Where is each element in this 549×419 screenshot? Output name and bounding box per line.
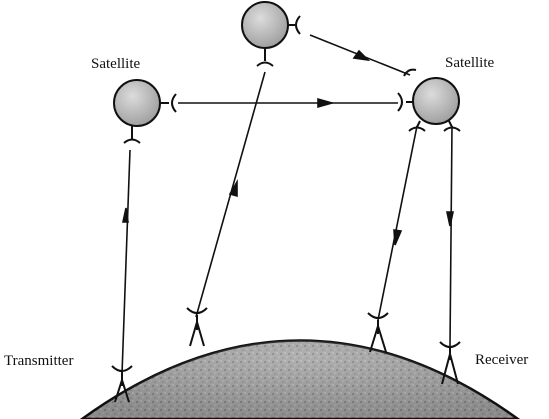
dish-icon xyxy=(172,94,176,112)
satellite-top xyxy=(242,2,300,66)
arrow-top-to-right xyxy=(354,51,368,60)
arrow-downlink-station3 xyxy=(394,230,401,245)
earth xyxy=(82,341,518,419)
satellite-right xyxy=(398,70,460,131)
transmitter-label: Transmitter xyxy=(4,354,73,369)
downlink-right-to-station3 xyxy=(378,126,417,320)
dish-icon xyxy=(257,63,273,67)
arrow-downlink-receiver xyxy=(447,212,453,226)
arrow-crosslink xyxy=(318,99,332,107)
dish-icon xyxy=(398,93,402,111)
satellite-left-label: Satellite xyxy=(91,57,140,72)
signal-links xyxy=(122,35,453,374)
dish-icon xyxy=(124,140,140,144)
downlink-right-to-receiver xyxy=(450,126,452,346)
ground-station-2 xyxy=(187,308,207,346)
satellite-left xyxy=(114,80,176,143)
satellite-right-label: Satellite xyxy=(445,56,494,71)
dish-icon xyxy=(296,16,300,34)
dish-icon xyxy=(404,70,416,76)
receiver-label: Receiver xyxy=(475,353,528,368)
uplink-transmitter-to-left-satellite xyxy=(122,150,130,374)
ground-station-3 xyxy=(368,313,388,352)
